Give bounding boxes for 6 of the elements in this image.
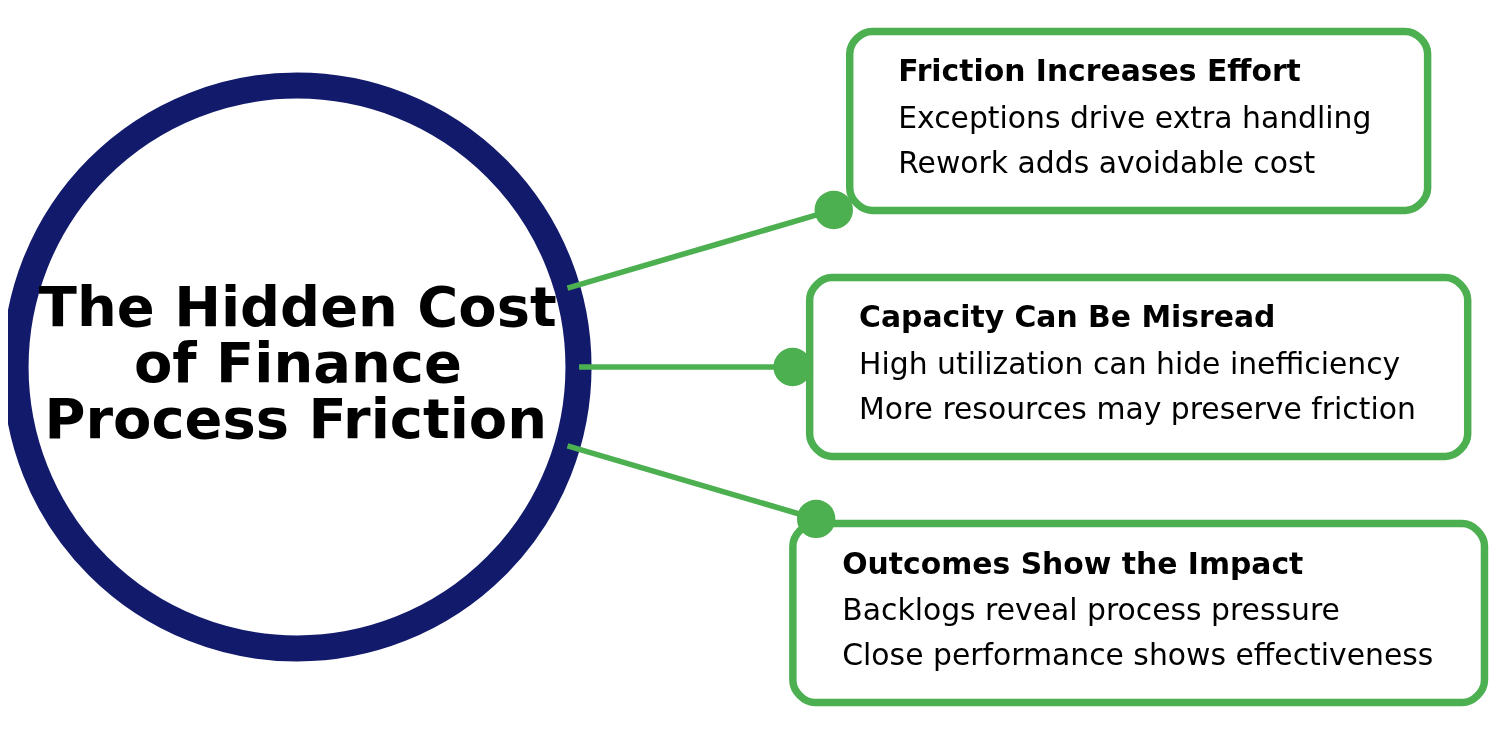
node-circle: The Hidden Cost of Finance Process Friction (8, 71, 592, 662)
node-box: Capacity Can Be Misread High utilization can hide inefficiency More resources may preserve friction (805, 273, 1472, 460)
node-box: Outcomes Show the Impact Backlogs reveal process pressure Close performance shows effectiveness (789, 519, 1489, 706)
connector (566, 190, 853, 291)
connector (566, 442, 836, 538)
node-box: Friction Increases Effort Exceptions drive extra handling Rework adds avoidable cost (846, 27, 1432, 214)
